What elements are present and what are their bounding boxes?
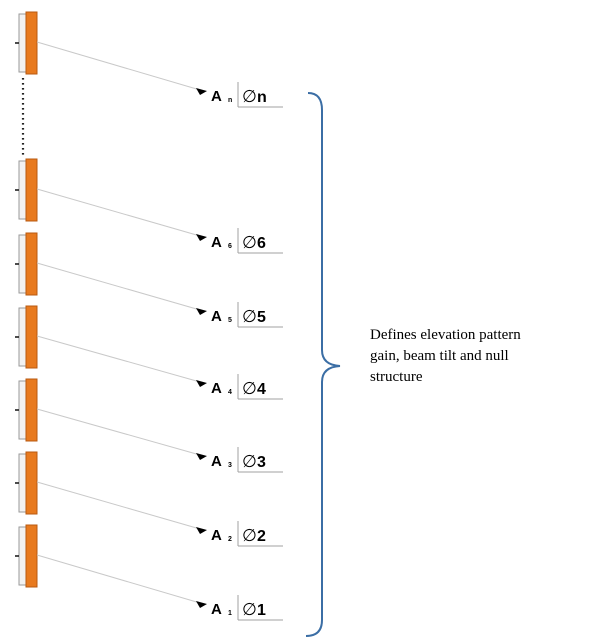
amplitude-index: n (228, 97, 232, 104)
feed-arrow-icon (196, 453, 207, 460)
phase-label: ∅ (242, 452, 257, 472)
feed-line (36, 41, 201, 91)
feed-line (36, 188, 201, 237)
annotation-line-2: gain, beam tilt and null (370, 348, 509, 364)
amplitude-label: A (211, 453, 222, 470)
phase-label: ∅ (242, 233, 257, 253)
antenna-element-icon (15, 524, 38, 588)
feed-arrow-icon (196, 601, 207, 608)
amplitude-label: A (211, 234, 222, 251)
feed-arrow-icon (196, 234, 207, 241)
phase-label: ∅ (242, 526, 257, 546)
phase-label: ∅ (242, 87, 257, 107)
phase-index: 4 (257, 381, 266, 398)
amplitude-label: A (211, 380, 222, 397)
amplitude-label: A (211, 601, 222, 618)
amplitude-index: 1 (228, 610, 232, 617)
amplitude-index: 3 (228, 462, 232, 469)
amplitude-index: 6 (228, 243, 232, 250)
phase-label: ∅ (242, 600, 257, 620)
feed-arrow-icon (196, 88, 207, 95)
feed-line (36, 335, 201, 383)
phase-label: ∅ (242, 379, 257, 399)
antenna-element-icon (15, 451, 38, 515)
feed-line (36, 408, 201, 456)
feed-arrow-icon (196, 308, 207, 315)
antenna-element-icon (15, 305, 38, 369)
feed-line (36, 554, 201, 604)
phase-index: 5 (257, 309, 266, 326)
annotation-text: Defines elevation pattern gain, beam til… (370, 327, 525, 385)
feed-arrow-icon (196, 527, 207, 534)
phase-label: ∅ (242, 307, 257, 327)
amplitude-label: A (211, 308, 222, 325)
phase-index: 6 (257, 235, 266, 252)
amplitude-index: 5 (228, 317, 232, 324)
antenna-element-icon (15, 11, 38, 75)
feed-arrow-icon (196, 380, 207, 387)
phase-index: 2 (257, 528, 266, 545)
amplitude-index: 4 (228, 389, 232, 396)
amplitude-label: A (211, 88, 222, 105)
curly-brace-icon (305, 92, 341, 637)
antenna-element-icon (15, 158, 38, 222)
annotation-line-3: structure (370, 369, 423, 385)
phase-index: n (257, 89, 267, 106)
antenna-element-icon (15, 378, 38, 442)
phase-index: 3 (257, 454, 266, 471)
amplitude-label: A (211, 527, 222, 544)
annotation-line-1: Defines elevation pattern (370, 327, 521, 343)
amplitude-index: 2 (228, 536, 232, 543)
antenna-element-icon (15, 232, 38, 296)
feed-line (36, 262, 201, 311)
feed-line (36, 481, 201, 530)
phase-index: 1 (257, 602, 266, 619)
